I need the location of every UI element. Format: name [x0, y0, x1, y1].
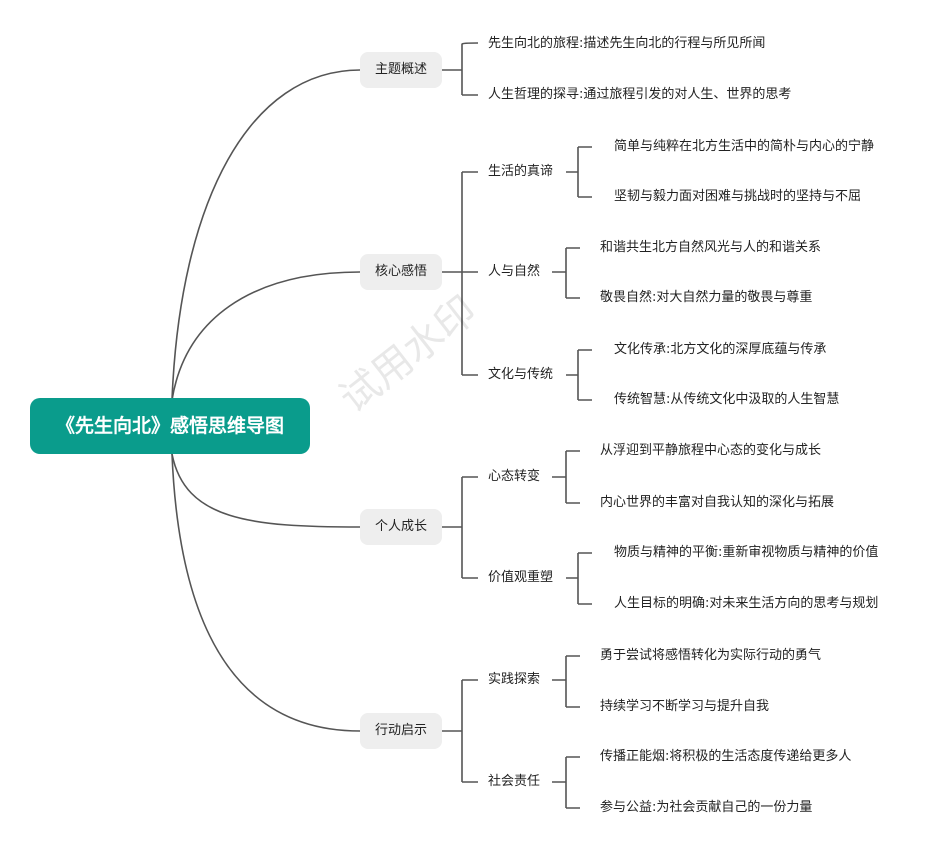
root-title: 《先生向北》感悟思维导图: [55, 415, 284, 437]
root-node[interactable]: [30, 398, 310, 454]
leaf-node[interactable]: 持续学习不断学习与提升自我: [600, 699, 770, 714]
leaf-node[interactable]: 传统智慧:从传统文化中汲取的人生智慧: [614, 392, 840, 407]
leaf-node[interactable]: 和谐共生北方自然风光与人的和谐关系: [600, 240, 822, 255]
branch-node-action[interactable]: 行动启示: [360, 713, 442, 749]
leaf-node[interactable]: 内心世界的丰富对自我认知的深化与拓展: [600, 495, 835, 510]
branch-node-growth[interactable]: 个人成长: [360, 509, 442, 545]
leaf-node[interactable]: 传播正能烟:将积极的生活态度传递给更多人: [600, 749, 852, 764]
sub-node[interactable]: 实践探索: [488, 672, 541, 687]
leaf-node[interactable]: 简单与纯粹在北方生活中的简朴与内心的宁静: [614, 139, 875, 154]
leaf-node[interactable]: 人生目标的明确:对未来生活方向的思考与规划: [614, 596, 879, 611]
leaf-node[interactable]: 勇于尝试将感悟转化为实际行动的勇气: [600, 648, 822, 663]
sub-node[interactable]: 社会责任: [488, 774, 541, 789]
sub-node[interactable]: 心态转变: [488, 469, 541, 484]
leaf-node[interactable]: 参与公益:为社会贡献自己的一份力量: [600, 800, 813, 815]
branch-node-theme[interactable]: 主题概述: [360, 52, 442, 88]
leaf-node[interactable]: 从浮迎到平静旅程中心态的变化与成长: [600, 443, 822, 458]
leaf-node[interactable]: 文化传承:北方文化的深厚底蕴与传承: [614, 342, 827, 357]
leaf-node[interactable]: 先生向北的旅程:描述先生向北的行程与所见所闻: [488, 36, 766, 51]
leaf-node[interactable]: 坚韧与毅力面对困难与挑战时的坚持与不屈: [614, 189, 862, 204]
sub-node[interactable]: 生活的真谛: [488, 164, 554, 179]
leaf-node[interactable]: 物质与精神的平衡:重新审视物质与精神的价值: [614, 545, 879, 560]
sub-node[interactable]: 文化与传统: [488, 367, 554, 382]
sub-node[interactable]: 价值观重塑: [488, 570, 554, 585]
branch-node-core[interactable]: 核心感悟: [360, 254, 442, 290]
leaf-node[interactable]: 人生哲理的探寻:通过旅程引发的对人生、世界的思考: [488, 87, 792, 102]
leaf-node[interactable]: 敬畏自然:对大自然力量的敬畏与尊重: [600, 290, 813, 305]
sub-node[interactable]: 人与自然: [488, 264, 541, 279]
